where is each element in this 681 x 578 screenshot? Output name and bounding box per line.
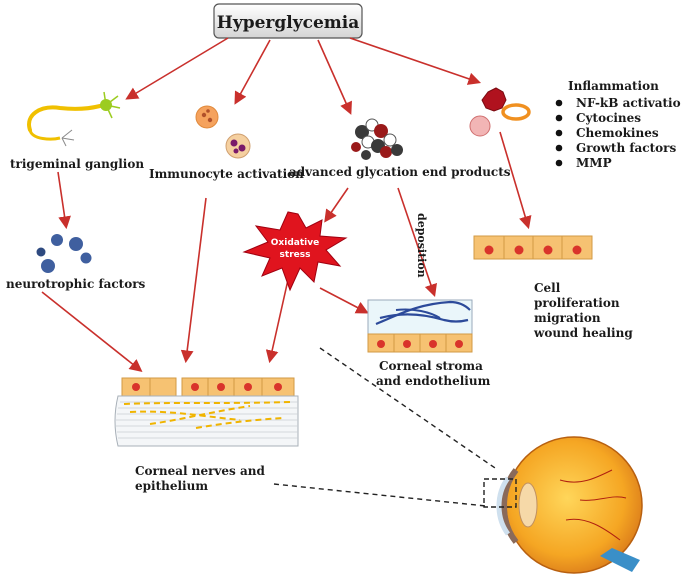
svg-text:Cytocines: Cytocines [576,111,641,125]
inflammation-item: Growth factors [555,141,676,155]
inflammation-cells-icon [469,87,531,137]
corneal-stroma-label: Corneal stroma and endothelium [376,359,491,388]
svg-text:NF-kB activation: NF-kB activation [576,96,681,110]
immunocyte-icon [195,105,251,159]
trigeminal-label: trigeminal ganglion [10,157,144,171]
inflammation-item: NF-kB activation [555,96,681,110]
svg-text:epithelium: epithelium [135,479,208,493]
svg-text:Corneal stroma: Corneal stroma [379,359,483,373]
neurotrophic-label: neurotrophic factors [6,277,146,291]
svg-text:MMP: MMP [576,156,612,170]
inflammation-item: Chemokines [555,126,659,140]
deposition-label: deposition [415,213,428,278]
arrow-to-trigeminal [125,37,229,100]
secondary-arrows [41,131,532,372]
age-molecule-icon [351,118,403,160]
arrow-to-inflammation [349,37,482,85]
arrow-oxidative-to-stroma [319,287,369,314]
inflammation-list: Inflammation NF-kB activation Cytocines … [555,79,681,170]
eye-cross-section-icon [483,436,643,574]
inflammation-title: Inflammation [568,79,659,93]
immunocyte-label: Immunocyte activation [149,167,304,181]
svg-text:migration: migration [534,311,601,325]
corneal-nerves-label: Corneal nerves and epithelium [135,464,265,493]
svg-text:wound healing: wound healing [533,326,633,340]
svg-text:Growth factors: Growth factors [576,141,676,155]
svg-text:Corneal nerves and: Corneal nerves and [135,464,265,478]
arrow-trigeminal-to-neurotrophic [57,171,71,230]
arrow-neurotrophic-to-nerves [41,291,143,372]
corneal-nerves-illustration [114,377,299,447]
oxidative-stress-burst: Oxidative stress [242,211,348,292]
svg-text:Chemokines: Chemokines [576,126,659,140]
age-label: advanced glycation end products [289,165,511,179]
arrow-to-immunocyte [234,39,271,105]
svg-text:proliferation: proliferation [534,296,620,310]
oxidative-label-2: stress [280,250,311,260]
inflammation-item: Cytocines [555,111,641,125]
inflammation-item: MMP [555,156,612,170]
corneal-stroma-illustration [367,299,473,353]
cell-strip [473,235,593,260]
root-arrows [125,37,482,115]
svg-text:Cell: Cell [534,281,561,295]
arrow-inflammation-to-cell [499,131,532,230]
cell-proliferation-label: Cell proliferation migration wound heali… [533,281,633,340]
arrow-to-age [317,39,352,115]
neuron-icon [27,91,121,147]
svg-text:and endothelium: and endothelium [376,374,491,388]
neurotrophic-icon [36,234,92,273]
hyperglycemia-box: Hyperglycemia [213,3,363,39]
oxidative-label-1: Oxidative [271,238,319,248]
arrow-age-to-stroma [397,187,437,298]
arrow-immunocyte-to-nerves [180,197,207,364]
arrow-age-to-oxidative [324,187,349,223]
hyperglycemia-label: Hyperglycemia [217,13,359,33]
